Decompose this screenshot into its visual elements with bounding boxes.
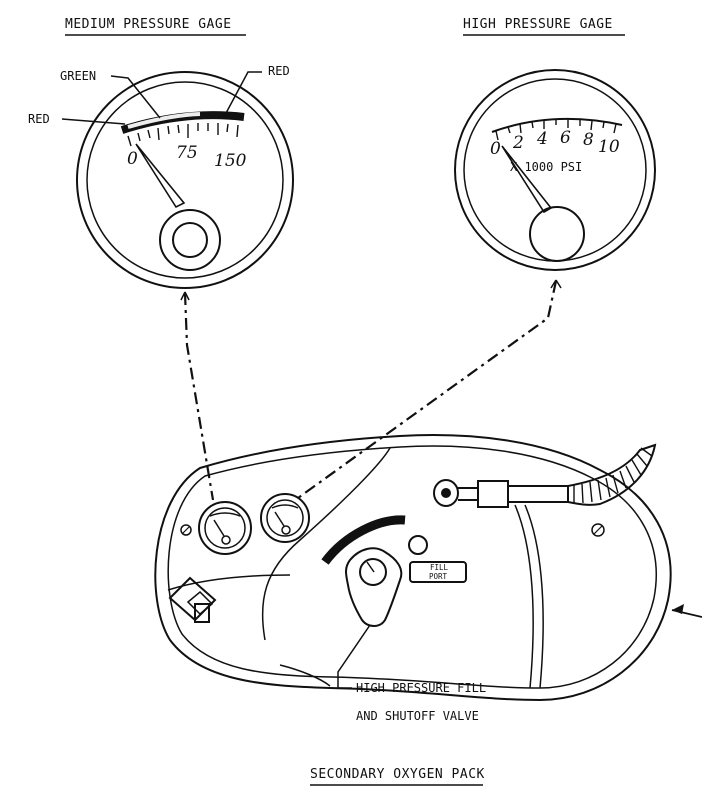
medium-gage-inner-ring: [86, 81, 284, 279]
fill-port-line1: FILL: [430, 563, 449, 572]
valve-knob-pointer: [366, 561, 375, 573]
valve-callout-line2: AND SHUTOFF VALVE: [356, 709, 479, 723]
hose-fitting-ring: [433, 479, 459, 507]
pack-title: SECONDARY OXYGEN PACK: [310, 767, 485, 782]
oxygen-pack: CLOSE OPEN FILL PORT: [154, 434, 702, 702]
panel-divider-right-inner: [524, 504, 544, 689]
high-pressure-gage: 0 2 4 6 8 10 X 1000 PSI: [454, 69, 656, 271]
medium-gage-title: MEDIUM PRESSURE GAGE: [65, 17, 232, 32]
hose-coupling-nut: [477, 480, 509, 508]
valve-callout-line1: HIGH PRESSURE FILL: [356, 681, 486, 695]
latch-clip: [194, 603, 210, 623]
pack-high-gage-inner: [266, 499, 304, 537]
red-left-leader: [61, 118, 126, 125]
high-gage-scale-0: 0: [490, 139, 501, 159]
medium-gage-ticks: [127, 123, 239, 147]
fill-port-line2: PORT: [429, 572, 448, 581]
high-gage-units: X 1000 PSI: [510, 160, 582, 174]
medium-gage-scale-150: 150: [214, 151, 247, 171]
panel-divider-lower: [167, 574, 291, 591]
right-arrow-head: [672, 604, 684, 614]
medium-gage-label-red-right: RED: [268, 64, 290, 78]
medium-gage-hub-inner: [172, 222, 208, 258]
pack-high-gage-hub: [281, 525, 291, 535]
pack-outer-shell: [154, 434, 672, 702]
medium-gage-callout-line: [183, 292, 215, 501]
medium-gage-needle: [135, 143, 186, 209]
hose-corrugations: [573, 447, 653, 504]
medium-gage-scale-0: 0: [127, 149, 138, 169]
medium-pressure-gage: 0 75 150 RED GREEN RED: [28, 64, 294, 289]
green-leader: [110, 75, 161, 119]
high-gage-title: HIGH PRESSURE GAGE: [463, 17, 613, 32]
pack-medium-gage-arc: [209, 512, 241, 517]
high-gage-scale-2: 2: [512, 133, 524, 153]
hose-fitting-center: [441, 488, 451, 498]
pack-medium-gage-needle: [213, 519, 225, 537]
medium-gage-label-red-left: RED: [28, 112, 50, 126]
high-gage-callout-line: [297, 280, 558, 499]
pack-high-gage-arc: [271, 504, 299, 509]
high-gage-scale-6: 6: [560, 128, 571, 148]
panel-divider-right: [514, 504, 534, 689]
pack-medium-gage-outer: [198, 501, 252, 555]
medium-gage-scale-75: 75: [176, 143, 198, 163]
medium-gage-green-band: [127, 112, 201, 129]
pack-inner-shell: [167, 445, 657, 689]
fill-port-plate: [409, 561, 467, 583]
high-gage-needle: [501, 145, 553, 214]
high-gage-outer-ring: [454, 69, 656, 271]
screw-right-slot: [593, 525, 603, 535]
pack-bolt: [408, 535, 428, 555]
high-gage-scale-8: 8: [583, 130, 594, 150]
valve-knob-center: [359, 558, 387, 586]
hose-coupling-b: [508, 485, 569, 503]
high-gage-hub: [529, 206, 585, 262]
high-gage-scale-10: 10: [598, 137, 620, 157]
pack-medium-gage-hub: [221, 535, 231, 545]
pack-medium-gage-inner: [204, 507, 246, 549]
latch-body: [168, 576, 217, 622]
medium-gage-hub-outer: [159, 209, 221, 271]
panel-divider-left: [261, 447, 391, 641]
valve-ring-band: [321, 515, 406, 565]
valve-callout-leader: [337, 624, 371, 689]
corrugated-hose: [567, 443, 657, 506]
medium-gage-outer-ring: [76, 71, 294, 289]
high-gage-scale-arc: [491, 117, 623, 133]
high-gage-scale-4: 4: [536, 129, 548, 149]
hose-coupling-a: [458, 487, 479, 501]
panel-divider-bottom: [279, 664, 331, 687]
pack-high-gage-outer: [260, 493, 310, 543]
valve-knob: [345, 547, 403, 627]
high-gage-ticks: [495, 119, 617, 141]
screw-left: [180, 524, 192, 536]
screw-right: [591, 523, 605, 537]
valve-ring-label: CLOSE OPEN: [327, 524, 371, 561]
screw-left-slot: [182, 526, 190, 534]
medium-gage-label-green: GREEN: [60, 69, 96, 83]
red-right-leader: [224, 71, 262, 116]
pack-high-gage-needle: [274, 511, 285, 527]
